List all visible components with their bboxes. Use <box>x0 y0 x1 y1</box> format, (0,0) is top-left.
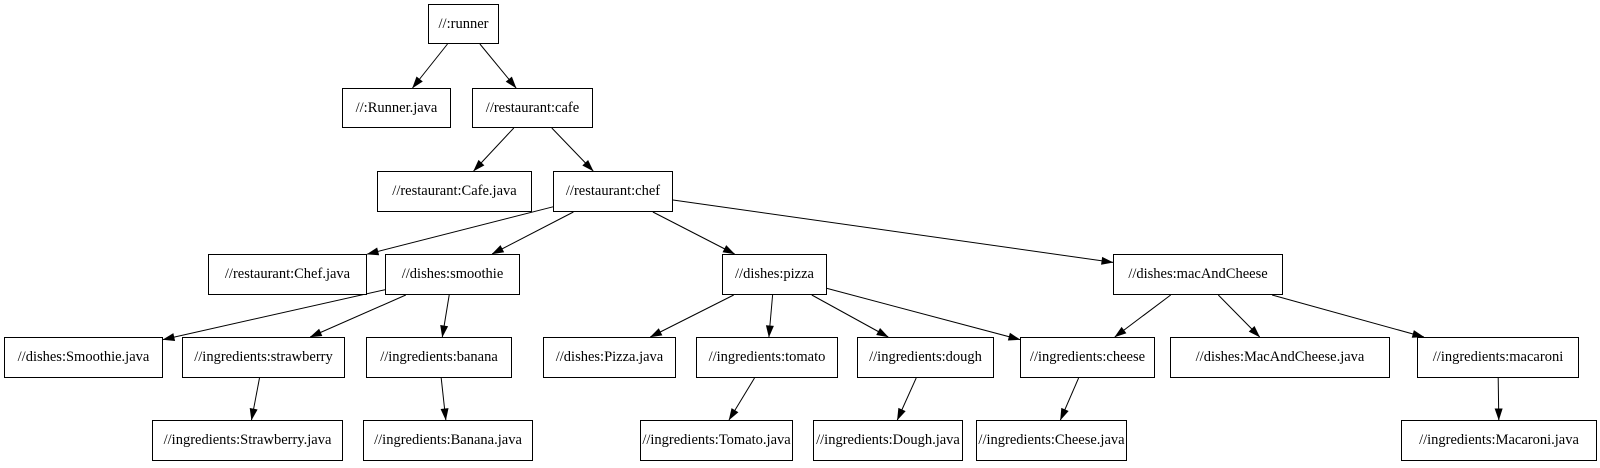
graph-node-label: //ingredients:strawberry <box>194 349 333 366</box>
graph-node-dough: //ingredients:dough <box>857 337 994 378</box>
edge-runner-to-runnerJava <box>412 43 448 89</box>
graph-node-smoothieJava: //dishes:Smoothie.java <box>4 337 163 378</box>
edge-macaroni-to-macaroniJava <box>1494 377 1503 421</box>
graph-node-label: //restaurant:cafe <box>485 99 580 116</box>
graph-node-chef: //restaurant:chef <box>553 171 673 212</box>
graph-node-label: //ingredients:tomato <box>708 349 826 366</box>
graph-node-label: //restaurant:Cafe.java <box>392 183 517 200</box>
edge-chef-to-smoothie <box>491 211 574 255</box>
graph-node-tomato: //ingredients:tomato <box>696 337 838 378</box>
graph-node-label: //ingredients:Dough.java <box>816 432 960 449</box>
graph-node-bananaJava: //ingredients:Banana.java <box>363 420 533 461</box>
graph-node-label: //:Runner.java <box>355 99 438 116</box>
edge-strawberry-to-strawberryJava <box>249 377 260 421</box>
edge-cheese-to-cheeseJava <box>1059 377 1080 421</box>
graph-node-runner: //:runner <box>428 4 499 44</box>
graph-node-label: //dishes:Pizza.java <box>555 349 664 366</box>
graph-node-runnerJava: //:Runner.java <box>342 88 451 128</box>
edge-cafe-to-cafeJava <box>473 127 515 172</box>
graph-node-label: //dishes:pizza <box>735 266 814 283</box>
graph-node-tomatoJava: //ingredients:Tomato.java <box>640 420 793 461</box>
graph-node-pizzaJava: //dishes:Pizza.java <box>543 337 676 378</box>
graph-node-label: //ingredients:Tomato.java <box>642 432 791 449</box>
edge-macAndCheese-to-macAndCheeseJava <box>1217 294 1261 338</box>
edge-pizza-to-cheese <box>826 287 1021 341</box>
edge-banana-to-bananaJava <box>440 377 449 421</box>
graph-node-label: //ingredients:dough <box>869 349 982 366</box>
graph-node-cheese: //ingredients:cheese <box>1020 337 1155 378</box>
graph-node-label: //ingredients:Macaroni.java <box>1419 432 1579 449</box>
edge-dough-to-doughJava <box>896 377 917 421</box>
edge-macAndCheese-to-cheese <box>1114 294 1172 338</box>
graph-node-macAndCheese: //dishes:macAndCheese <box>1113 254 1283 295</box>
edge-pizza-to-tomato <box>765 294 774 338</box>
graph-node-label: //ingredients:banana <box>380 349 498 366</box>
edge-macAndCheese-to-macaroni <box>1271 294 1425 338</box>
graph-node-label: //ingredients:Banana.java <box>374 432 522 449</box>
graph-node-macaroniJava: //ingredients:Macaroni.java <box>1401 420 1597 461</box>
graph-node-macAndCheeseJava: //dishes:MacAndCheese.java <box>1170 337 1390 378</box>
edge-pizza-to-pizzaJava <box>649 294 734 338</box>
graph-node-strawberryJava: //ingredients:Strawberry.java <box>152 420 343 461</box>
graph-node-macaroni: //ingredients:macaroni <box>1417 337 1579 378</box>
graph-node-label: //restaurant:chef <box>565 183 661 200</box>
graph-node-strawberry: //ingredients:strawberry <box>182 337 345 378</box>
graph-node-label: //ingredients:macaroni <box>1432 349 1564 366</box>
edge-runner-to-cafe <box>479 43 517 89</box>
graph-node-label: //restaurant:Chef.java <box>224 266 351 283</box>
graph-node-doughJava: //ingredients:Dough.java <box>813 420 963 461</box>
graph-node-banana: //ingredients:banana <box>366 337 512 378</box>
graph-node-pizza: //dishes:pizza <box>722 254 827 295</box>
graph-node-chefJava: //restaurant:Chef.java <box>208 254 367 295</box>
graph-node-cafe: //restaurant:cafe <box>472 88 593 128</box>
edge-smoothie-to-banana <box>440 294 450 338</box>
graph-node-label: //dishes:macAndCheese <box>1128 266 1268 283</box>
graph-node-cheeseJava: //ingredients:Cheese.java <box>976 420 1127 461</box>
graph-node-label: //ingredients:cheese <box>1029 349 1146 366</box>
edge-tomato-to-tomatoJava <box>728 377 755 421</box>
edge-chef-to-macAndCheese <box>672 199 1114 265</box>
edge-pizza-to-dough <box>811 294 889 338</box>
graph-node-smoothie: //dishes:smoothie <box>385 254 520 295</box>
graph-node-label: //dishes:Smoothie.java <box>17 349 150 366</box>
graph-node-label: //dishes:smoothie <box>401 266 504 283</box>
edge-chef-to-chefJava <box>366 206 554 256</box>
graph-node-label: //:runner <box>438 15 489 32</box>
graph-node-label: //ingredients:Cheese.java <box>978 432 1125 449</box>
edge-cafe-to-chef <box>551 127 594 172</box>
edge-chef-to-pizza <box>652 211 736 255</box>
graph-node-cafeJava: //restaurant:Cafe.java <box>377 171 532 212</box>
edge-smoothie-to-strawberry <box>309 294 407 338</box>
graph-node-label: //dishes:MacAndCheese.java <box>1195 349 1365 366</box>
edge-smoothie-to-smoothieJava <box>162 289 386 341</box>
graph-node-label: //ingredients:Strawberry.java <box>163 432 332 449</box>
